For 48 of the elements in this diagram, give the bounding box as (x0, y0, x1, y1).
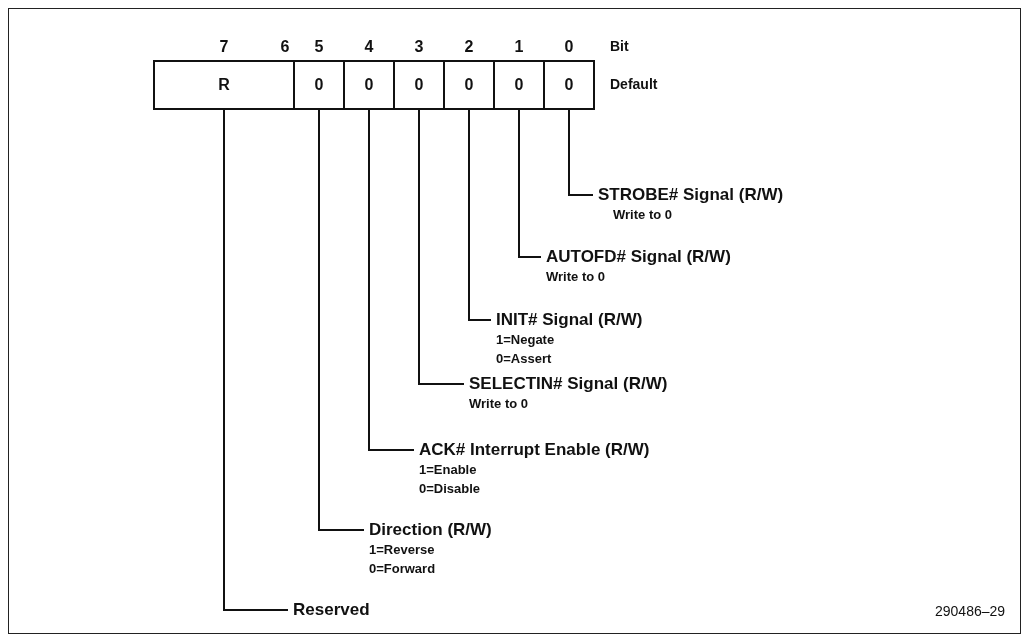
figure-number: 290486–29 (935, 603, 1006, 619)
bit-number: 7 (219, 38, 229, 56)
register-bit-cell (153, 60, 295, 110)
register-bit-cell (493, 60, 545, 110)
field-value-note: Write to 0 (546, 268, 606, 286)
leader-line (368, 109, 415, 451)
bit-number: 0 (564, 38, 574, 56)
leader-line (418, 109, 465, 385)
leader-line (223, 109, 289, 611)
field-value-note: 1=Negate (496, 331, 556, 349)
leader-line (568, 109, 594, 196)
bit-number: 6 (280, 38, 290, 56)
bit-number: 1 (514, 38, 524, 56)
field-value-note: Write to 0 (612, 206, 673, 224)
field-value-note: 1=Enable (419, 461, 478, 479)
register-bit-cell (343, 60, 395, 110)
leader-line (518, 109, 542, 258)
bit-default-value: 0 (564, 76, 574, 94)
leader-line (318, 109, 365, 531)
field-name: STROBE# Signal (R/W) (598, 185, 784, 205)
bit-number: 5 (314, 38, 324, 56)
register-bit-cell (443, 60, 495, 110)
field-value-note: 1=Reverse (369, 541, 436, 559)
row-label: Default (610, 76, 658, 92)
row-label: Bit (610, 38, 629, 54)
field-name: SELECTIN# Signal (R/W) (469, 374, 668, 394)
field-name: INIT# Signal (R/W) (496, 310, 643, 330)
register-bit-cell (293, 60, 345, 110)
bit-number: 2 (464, 38, 474, 56)
bit-number: 4 (364, 38, 374, 56)
field-name: AUTOFD# Signal (R/W) (546, 247, 731, 267)
bit-number: 3 (414, 38, 424, 56)
field-value-note: Write to 0 (469, 395, 529, 413)
bit-default-value: 0 (414, 76, 424, 94)
bit-default-value: 0 (464, 76, 474, 94)
field-name: ACK# Interrupt Enable (R/W) (419, 440, 650, 460)
field-name: Reserved (293, 600, 370, 620)
field-value-note: 0=Assert (496, 350, 553, 368)
register-bit-cell (393, 60, 445, 110)
bit-default-value: 0 (364, 76, 374, 94)
field-name: Direction (R/W) (369, 520, 492, 540)
leader-line (468, 109, 492, 321)
field-value-note: 0=Forward (369, 560, 437, 578)
register-bit-cell (543, 60, 595, 110)
bit-default-value: 0 (314, 76, 324, 94)
field-value-note: 0=Disable (419, 480, 482, 498)
bit-default-value: 0 (514, 76, 524, 94)
bit-default-value: R (218, 76, 230, 94)
